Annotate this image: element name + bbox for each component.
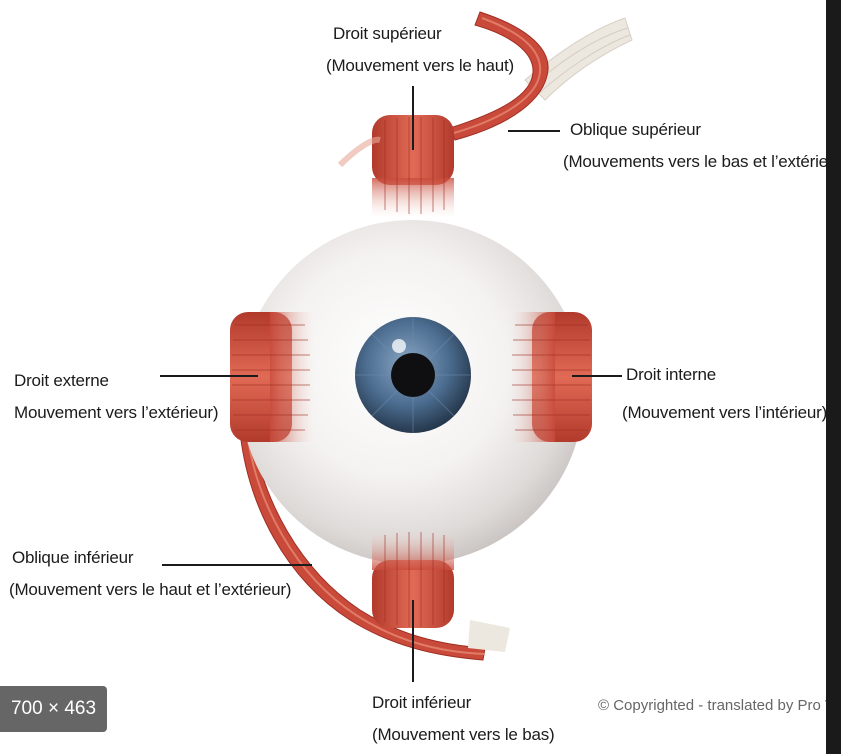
superior-rectus-title: Droit supérieur [333, 23, 442, 45]
inferior-rectus-desc: (Mouvement vers le bas) [372, 724, 554, 746]
medial-rectus-title: Droit interne [626, 364, 716, 386]
pupil-highlight [392, 339, 406, 353]
inferior-oblique-desc: (Mouvement vers le haut et l’extérieur) [9, 579, 291, 601]
pupil [391, 353, 435, 397]
medial-rectus-desc: (Mouvement vers l’intérieur) [622, 402, 827, 424]
image-size-badge: 700 × 463 [0, 686, 107, 732]
superior-oblique-desc: (Mouvements vers le bas et l’extérieu [563, 151, 837, 173]
lateral-rectus-title: Droit externe [14, 370, 109, 392]
superior-rectus-desc: (Mouvement vers le haut) [326, 55, 514, 77]
inferior-oblique-tendon [468, 620, 510, 652]
superior-rectus-muscle [340, 115, 454, 218]
right-edge-border [826, 0, 841, 754]
superior-oblique-title: Oblique supérieur [570, 119, 701, 141]
inferior-rectus-title: Droit inférieur [372, 692, 471, 714]
inferior-oblique-title: Oblique inférieur [12, 547, 133, 569]
lateral-rectus-desc: Mouvement vers l’extérieur) [14, 402, 218, 424]
copyright-text: © Copyrighted - translated by Pro Vis [598, 697, 841, 714]
